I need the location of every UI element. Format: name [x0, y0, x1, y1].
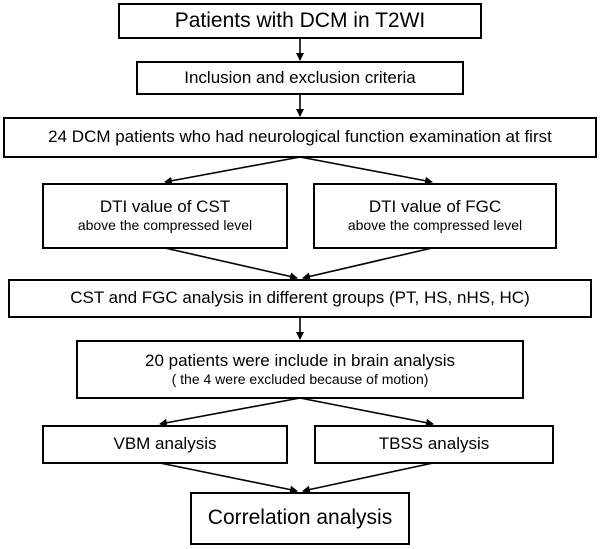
- arrow-brain-to-vbm: [159, 397, 301, 427]
- arrow-dcm24-to-cst: [164, 156, 301, 185]
- arrow-cst-to-analysis: [164, 247, 298, 281]
- arrow-tbss-to-correlation: [302, 462, 434, 494]
- node-brain-analysis-line1: 20 patients were include in brain analys…: [145, 350, 455, 370]
- node-vbm-analysis-label: VBM analysis: [113, 434, 217, 454]
- arrow-brain-to-tbss: [299, 397, 434, 427]
- node-tbss-analysis-label: TBSS analysis: [378, 434, 490, 454]
- arrow-vbm-to-correlation: [159, 462, 298, 494]
- node-dti-fgc: DTI value of FGC above the compressed le…: [313, 183, 557, 249]
- node-inclusion-exclusion: Inclusion and exclusion criteria: [136, 61, 464, 95]
- arrow-fgc-to-analysis: [302, 247, 433, 281]
- node-dti-cst-line1: DTI value of CST: [99, 197, 231, 217]
- node-brain-analysis: 20 patients were include in brain analys…: [76, 340, 524, 399]
- node-24-dcm-patients-label: 24 DCM patients who had neurological fun…: [48, 127, 552, 147]
- node-inclusion-exclusion-label: Inclusion and exclusion criteria: [184, 67, 416, 87]
- node-dti-fgc-line1: DTI value of FGC: [368, 197, 502, 217]
- node-cst-fgc-analysis-label: CST and FGC analysis in different groups…: [70, 288, 530, 308]
- node-dti-cst-line2: above the compressed level: [77, 217, 253, 234]
- node-dti-cst: DTI value of CST above the compressed le…: [42, 183, 288, 249]
- node-correlation-analysis: Correlation analysis: [190, 492, 410, 545]
- node-cst-fgc-analysis: CST and FGC analysis in different groups…: [8, 279, 592, 318]
- node-vbm-analysis: VBM analysis: [42, 425, 288, 464]
- node-tbss-analysis: TBSS analysis: [314, 425, 554, 464]
- node-24-dcm-patients: 24 DCM patients who had neurological fun…: [3, 117, 597, 158]
- node-correlation-analysis-label: Correlation analysis: [207, 506, 393, 530]
- arrow-dcm24-to-fgc: [299, 156, 433, 185]
- node-brain-analysis-line2: ( the 4 were excluded because of motion): [171, 370, 429, 387]
- node-dti-fgc-line2: above the compressed level: [347, 217, 523, 234]
- node-patients-with-dcm: Patients with DCM in T2WI: [118, 3, 482, 39]
- node-patients-with-dcm-label: Patients with DCM in T2WI: [174, 8, 426, 32]
